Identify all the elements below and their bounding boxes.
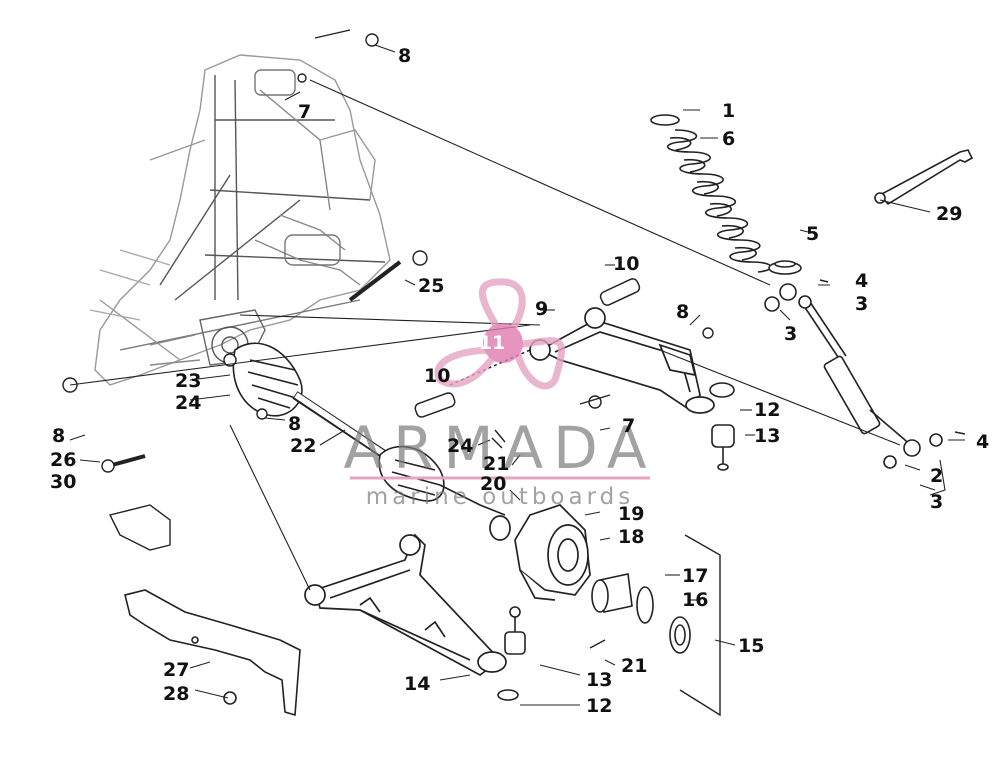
callout-24: 24	[447, 435, 473, 457]
upper-a-arm	[529, 307, 715, 414]
callout-4: 4	[976, 431, 989, 453]
callout-26: 26	[50, 449, 76, 471]
callout-3: 3	[784, 323, 797, 345]
callout-21: 21	[621, 655, 647, 677]
callout-8: 8	[398, 45, 411, 67]
callout-19: 19	[618, 503, 644, 525]
callout-23: 23	[175, 370, 201, 392]
callout-1: 1	[722, 100, 735, 122]
callout-27: 27	[163, 659, 189, 681]
callout-7: 7	[622, 415, 635, 437]
callout-labels: 1 2 3 3 3 4 4 5 6 7 7 8 8 8 8 9 10 10 12…	[50, 45, 989, 717]
leader-lines	[69, 44, 965, 706]
skid-plate	[124, 589, 301, 717]
bracket-15	[679, 534, 721, 717]
callout-13: 13	[586, 669, 612, 691]
chassis-frame	[89, 54, 391, 386]
callout-3: 3	[855, 293, 868, 315]
callout-16: 16	[682, 589, 708, 611]
ball-joint-upper	[709, 382, 735, 471]
callout-25: 25	[418, 275, 444, 297]
hub-bearing	[591, 573, 691, 654]
watermark-brand: ARMADA	[343, 414, 656, 482]
callout-13: 13	[754, 425, 780, 447]
callout-14: 14	[404, 673, 430, 695]
callout-8: 8	[676, 301, 689, 323]
callout-8: 8	[52, 425, 65, 447]
callout-4: 4	[855, 270, 868, 292]
callout-17: 17	[682, 565, 708, 587]
spring-retainer	[768, 260, 802, 275]
propeller-icon	[434, 278, 565, 390]
callout-15: 15	[738, 635, 764, 657]
callout-10: 10	[613, 253, 639, 275]
callout-24: 24	[175, 392, 201, 414]
watermark-tagline: marine outboards	[366, 484, 634, 510]
callout-3: 3	[930, 491, 943, 513]
logo-hub	[483, 323, 523, 363]
lower-a-arm	[304, 533, 507, 677]
watermark-number: 11	[479, 332, 505, 354]
callout-29: 29	[936, 203, 962, 225]
callout-8: 8	[288, 413, 301, 435]
spanner-wrench	[874, 149, 974, 206]
callout-5: 5	[806, 223, 819, 245]
armada-logo	[434, 278, 565, 390]
ball-joint-lower	[497, 606, 526, 701]
callout-20: 20	[480, 473, 506, 495]
callout-28: 28	[163, 683, 189, 705]
steering-knuckle	[489, 504, 591, 601]
callout-6: 6	[722, 128, 735, 150]
callout-12: 12	[586, 695, 612, 717]
callout-2: 2	[930, 465, 943, 487]
callout-21: 21	[483, 453, 509, 475]
callout-30: 30	[50, 471, 76, 493]
callout-9: 9	[535, 298, 548, 320]
callout-10: 10	[424, 365, 450, 387]
callout-12: 12	[754, 399, 780, 421]
callout-18: 18	[618, 526, 644, 548]
callout-7: 7	[298, 101, 311, 123]
callout-22: 22	[290, 435, 316, 457]
shock-absorber	[764, 279, 966, 469]
coil-spring	[650, 114, 772, 273]
